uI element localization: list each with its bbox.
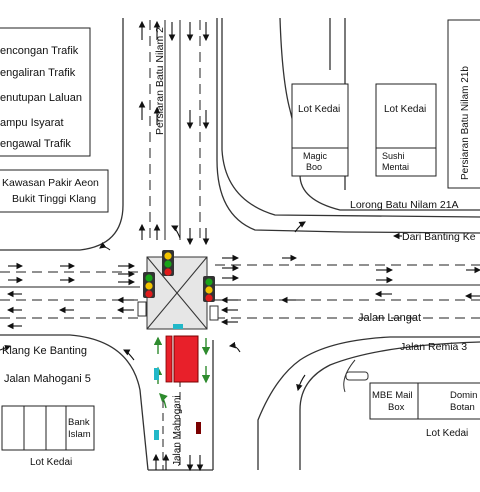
svg-text:Lot Kedai: Lot Kedai — [426, 428, 468, 439]
svg-text:Magic: Magic — [303, 151, 328, 161]
road-label-mahogani-5: Jalan Mahogani 5 — [4, 373, 91, 385]
road-label-klang-banting: Klang Ke Banting — [2, 345, 87, 357]
south-west-kerb — [0, 334, 149, 471]
road-closure — [165, 335, 199, 383]
traffic-light-icon-west — [143, 272, 155, 298]
svg-text:Domin: Domin — [450, 390, 477, 401]
legend-item: ampu Isyarat — [0, 117, 64, 129]
svg-text:Islam: Islam — [68, 429, 91, 440]
svg-text:Box: Box — [388, 402, 405, 413]
road-outlines — [0, 17, 480, 471]
legend-item: encongan Trafik — [0, 45, 79, 57]
road-label-lorong-21a: Lorong Batu Nilam 21A — [350, 199, 459, 211]
svg-text:MBE Mail: MBE Mail — [372, 390, 413, 401]
building-bank-islam: Bank Islam Lot Kedai — [1, 405, 95, 468]
road-label-jalan-langat: Jalan Langat — [358, 312, 421, 324]
road-label-dari-banting: Dari Banting Ke — [402, 231, 476, 243]
road-label-mahogani: Jalan Mahogani — [172, 395, 183, 466]
traffic-arrows — [6, 20, 480, 472]
legend-item: engawal Trafik — [0, 138, 71, 150]
svg-text:Kawasan Pakir Aeon: Kawasan Pakir Aeon — [2, 177, 99, 189]
svg-text:Sushi: Sushi — [382, 151, 405, 161]
intersection-box — [146, 256, 208, 330]
svg-text:Lot Kedai: Lot Kedai — [30, 457, 72, 468]
north-west-kerb — [0, 18, 124, 251]
svg-text:Botan: Botan — [450, 402, 475, 413]
svg-text:Persiaran Batu Nilam 21b: Persiaran Batu Nilam 21b — [460, 66, 471, 180]
building-persiaran-21b: Persiaran Batu Nilam 21b — [447, 19, 480, 189]
lane-markings — [0, 20, 480, 470]
building-lot-kedai-1: Lot Kedai Magic Boo — [291, 83, 349, 177]
svg-text:Boo: Boo — [306, 162, 322, 172]
north-east-kerb — [216, 18, 480, 234]
traffic-marshal-icon — [154, 324, 201, 440]
building-mbe-mail-box: MBE Mail Box Domin Botan Lot Kedai — [369, 382, 480, 439]
median-islands — [137, 301, 369, 381]
svg-text:Bank: Bank — [68, 417, 90, 428]
svg-text:Lot Kedai: Lot Kedai — [298, 104, 340, 115]
building-lot-kedai-2: Lot Kedai Sushi Mentai — [375, 83, 437, 177]
legend-item: enutupan Laluan — [0, 92, 82, 104]
legend-item: engaliran Trafik — [0, 67, 76, 79]
svg-text:Lot Kedai: Lot Kedai — [384, 104, 426, 115]
road-label-jalan-remia: Jalan Remia 3 — [400, 341, 467, 353]
road-label-batu-nilam: Persiaran Batu Nilam 2 — [154, 27, 166, 135]
south-east-kerb — [257, 336, 480, 470]
svg-text:Mentai: Mentai — [382, 162, 409, 172]
traffic-light-icon-north — [162, 250, 174, 276]
parking-area-label: Kawasan Pakir Aeon Bukit Tinggi Klang — [0, 169, 109, 213]
legend-box: encongan Trafik engaliran Trafik enutupa… — [0, 27, 91, 157]
svg-text:Bukit Tinggi Klang: Bukit Tinggi Klang — [12, 193, 96, 205]
traffic-light-icon-east — [203, 276, 215, 302]
